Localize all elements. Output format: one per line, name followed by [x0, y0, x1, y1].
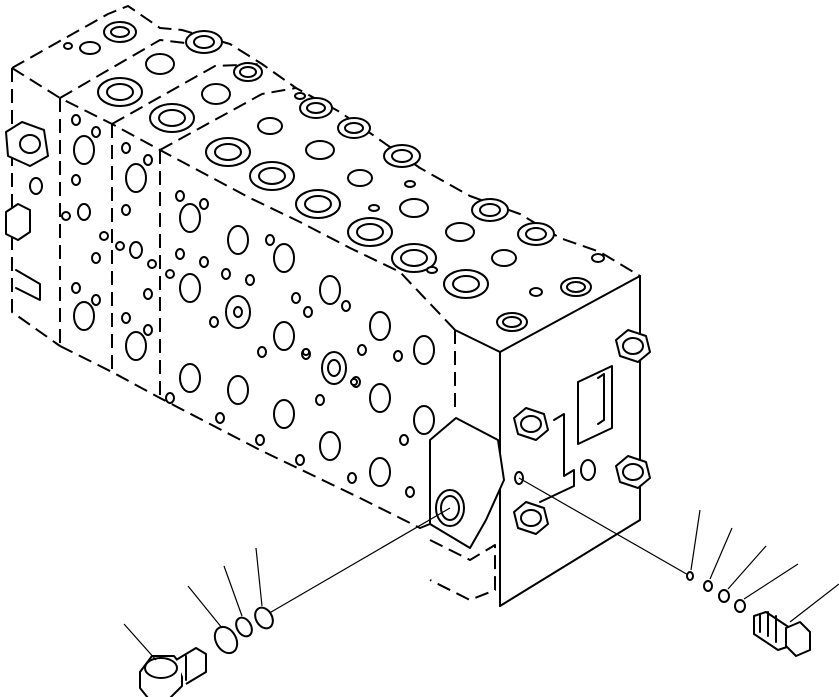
assembly-line-right: [518, 477, 691, 577]
assembly-line-left: [265, 507, 451, 616]
front-face-holes: [61, 114, 435, 498]
o-ring-large-1: [187, 585, 239, 655]
o-ring-large-3: [254, 547, 274, 630]
o-ring-small-2: [703, 527, 733, 592]
valve-body: [5, 5, 651, 607]
o-ring-small-3: [718, 545, 767, 603]
top-face-ports: [63, 21, 555, 299]
o-ring-small-4: [734, 563, 799, 613]
plug-small: [753, 583, 839, 657]
end-bolt-mid-left: [513, 407, 549, 441]
end-bolt-upper-right: [615, 329, 651, 363]
o-ring-small-1: [686, 509, 701, 581]
end-bolt-lower-right: [615, 455, 651, 489]
end-bolt-lower-left: [513, 501, 549, 535]
plug-large: [123, 623, 207, 697]
o-ring-large-2: [223, 565, 253, 638]
